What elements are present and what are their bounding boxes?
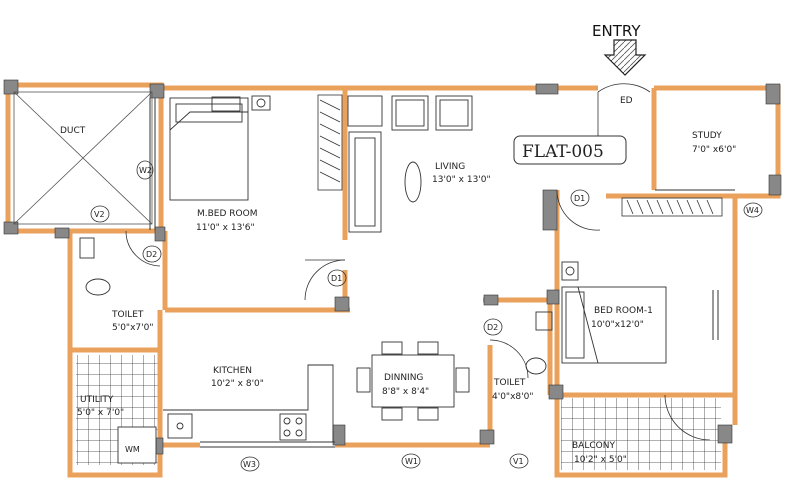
dining-table (356, 341, 470, 421)
toilet1-size: 5'0"x7'0" (112, 323, 153, 333)
washing-machine (117, 426, 157, 464)
kitchen-size: 10'2" x 8'0" (211, 379, 264, 389)
tag-w1: W1 (405, 457, 418, 466)
toilet1-name: TOILET (111, 310, 144, 320)
study-name: STUDY (692, 131, 722, 141)
utility-name: UTILITY (80, 395, 114, 405)
tag-d2a: D2 (146, 250, 157, 259)
opening-tags (90, 160, 763, 472)
master-bed-name: M.BED ROOM (197, 209, 257, 219)
dinning-name: DINNING (384, 373, 423, 383)
windows (149, 98, 735, 448)
living-furniture (347, 95, 473, 233)
master-bed-size: 11'0" x 13'6" (196, 223, 255, 233)
balcony-name: BALCONY (572, 441, 615, 451)
wardrobe-hatching (317, 94, 723, 217)
bedroom1-bed (561, 261, 667, 364)
duct-cross (13, 91, 153, 225)
tag-d1b: D1 (574, 194, 585, 203)
master-bed-furniture (169, 95, 271, 201)
tag-w4: W4 (746, 206, 759, 215)
toilet2-size: 4'0"x8'0" (492, 392, 533, 402)
study-size: 7'0" x6'0" (692, 145, 736, 155)
kitchen-counter (163, 364, 334, 442)
tag-v2: V2 (94, 210, 105, 219)
utility-size: 5'0" x 7'0" (77, 408, 124, 418)
toilet2-name: TOILET (493, 378, 526, 388)
walls (5, 82, 781, 478)
tag-d1a: D1 (331, 274, 342, 283)
duct-label: DUCT (60, 126, 86, 136)
kitchen-name: KITCHEN (213, 366, 252, 376)
toilet-fixtures (79, 237, 553, 375)
ed-label: ED (620, 96, 633, 106)
entry-label: ENTRY (592, 22, 641, 40)
tag-v1: V1 (513, 457, 524, 466)
flat-id-label: FLAT-005 (522, 142, 604, 162)
tag-w2: W2 (139, 166, 152, 175)
tag-d2b: D2 (487, 323, 498, 332)
living-size: 13'0" x 13'0" (432, 175, 491, 185)
bedroom1-size: 10'0"x12'0" (591, 320, 644, 330)
entry-arrow-icon (603, 39, 647, 76)
dinning-size: 8'8" x 8'4" (382, 387, 429, 397)
balcony-floor-tiles (561, 398, 721, 470)
flat-id-box (513, 135, 627, 165)
door-swings (125, 83, 711, 441)
wm-label: WM (125, 445, 140, 454)
bedroom1-name: BED ROOM-1 (594, 306, 653, 316)
living-name: LIVING (435, 162, 465, 172)
tag-w3: W3 (243, 460, 256, 469)
wall-columns (3, 79, 782, 455)
balcony-size: 10'2" x 5'0" (574, 455, 627, 465)
